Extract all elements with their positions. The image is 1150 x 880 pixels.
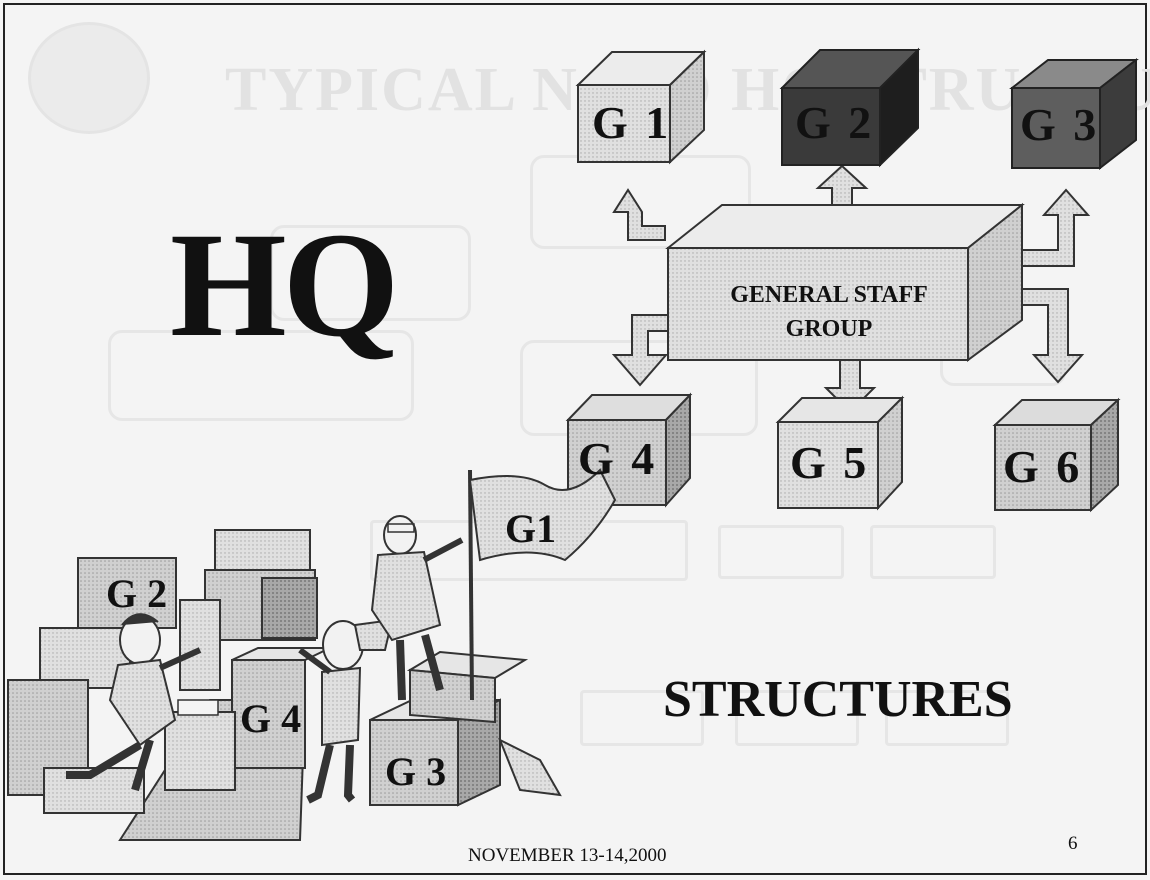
general-staff-group-label: GENERAL STAFF GROUP <box>668 278 990 346</box>
cube-label-g1: G 1 <box>592 96 671 149</box>
general-staff-group-line1: GENERAL STAFF <box>668 278 990 312</box>
footer-date: NOVEMBER 13-14,2000 <box>468 845 666 867</box>
cube-label-g4: G 4 <box>578 432 657 485</box>
rubble <box>500 740 560 795</box>
box-label-g4: G 4 <box>240 695 301 742</box>
box-label-g2: G 2 <box>106 570 167 617</box>
cube-label-g3: G 3 <box>1020 98 1099 151</box>
cube-label-g2: G 2 <box>795 96 874 149</box>
side-box <box>165 712 235 790</box>
box-label-g3: G 3 <box>385 748 446 795</box>
subheading: STRUCTURES <box>663 670 1013 729</box>
general-staff-group-line2: GROUP <box>668 312 990 346</box>
page-number: 6 <box>1068 833 1078 855</box>
paper <box>178 700 218 715</box>
arrow-to-g1 <box>614 190 665 240</box>
box-top <box>410 652 525 722</box>
cube-label-g5: G 5 <box>790 436 869 489</box>
arrow-to-g4 <box>614 315 668 385</box>
arrow-to-g3 <box>1015 190 1088 266</box>
flag-label: G1 <box>505 505 556 552</box>
cube-label-g6: G 6 <box>1003 440 1082 493</box>
page-title: HQ <box>170 210 395 360</box>
